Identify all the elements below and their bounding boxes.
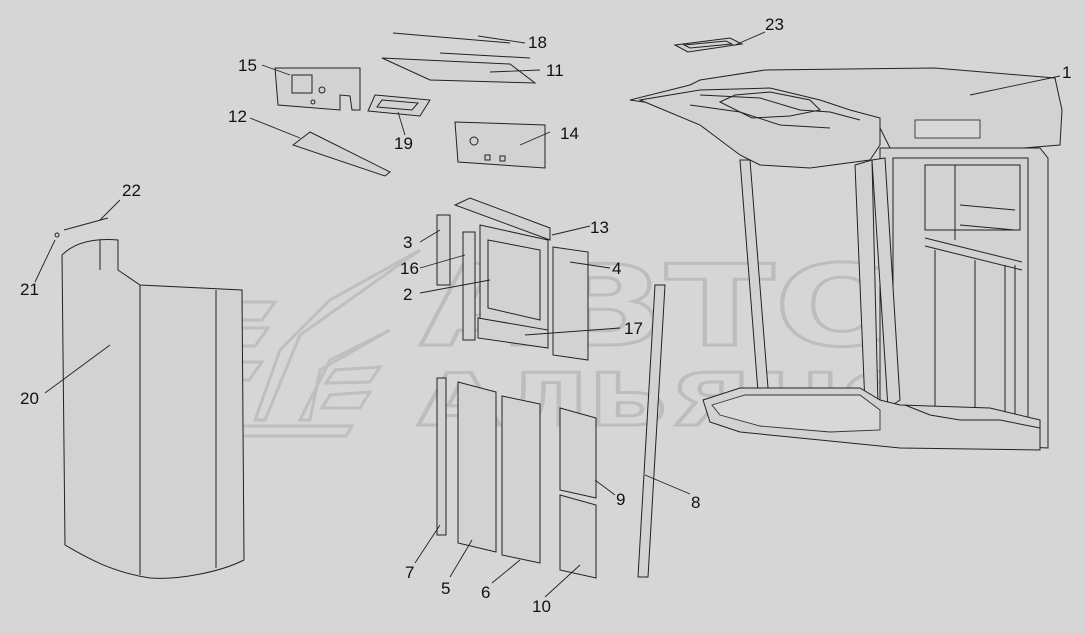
part-15-hole <box>318 86 326 94</box>
callout-15: 15 <box>238 56 257 75</box>
callout-labels: 1 2 3 4 5 6 7 8 9 10 11 12 13 14 15 16 1… <box>20 15 1071 616</box>
callout-9: 9 <box>616 490 625 509</box>
part-14-hole <box>469 136 479 146</box>
part-2-outline <box>487 239 541 321</box>
callout-18: 18 <box>528 33 547 52</box>
part-6 <box>501 395 541 564</box>
part-7 <box>436 377 447 536</box>
callout-13: 13 <box>590 218 609 237</box>
callout-21: 21 <box>20 280 39 299</box>
part-22-seal <box>63 217 109 231</box>
part-4 <box>552 246 589 361</box>
part-16 <box>462 231 476 341</box>
part-14-slot <box>484 154 491 161</box>
part-1-cab-frame <box>629 67 1063 451</box>
leader-lines <box>34 31 1061 598</box>
callout-11: 11 <box>546 61 564 80</box>
callout-19: 19 <box>394 134 413 153</box>
part-19-frame <box>367 94 431 117</box>
part-3 <box>436 214 451 286</box>
part-20-curved-cover <box>61 239 245 579</box>
part-12-strip <box>291 131 391 177</box>
part-15-hole-2 <box>310 99 316 105</box>
callout-4: 4 <box>612 259 621 278</box>
callout-6: 6 <box>481 583 490 602</box>
part-18-strip-2 <box>439 52 531 59</box>
callout-14: 14 <box>560 124 579 143</box>
part-15-panel <box>274 67 361 111</box>
callout-7: 7 <box>405 563 414 582</box>
callout-1: 1 <box>1062 63 1071 82</box>
callout-17: 17 <box>624 319 643 338</box>
part-9 <box>559 407 597 499</box>
part-14-panel <box>454 121 546 169</box>
part-17 <box>477 317 549 349</box>
part-11-panel <box>381 57 537 84</box>
part-8-strip <box>637 284 666 578</box>
part-15-cutout <box>291 74 313 94</box>
part-10 <box>559 494 597 579</box>
callout-3: 3 <box>403 233 412 252</box>
callout-10: 10 <box>532 597 551 616</box>
callout-22: 22 <box>122 181 141 200</box>
callout-2: 2 <box>403 285 412 304</box>
callout-23: 23 <box>765 15 784 34</box>
part-19-inner <box>376 99 420 111</box>
callout-12: 12 <box>228 107 247 126</box>
part-14-slot-2 <box>499 155 506 162</box>
part-18-strip <box>392 32 511 44</box>
part-23-inner <box>682 40 734 49</box>
callout-5: 5 <box>441 579 450 598</box>
callout-20: 20 <box>20 389 39 408</box>
callout-8: 8 <box>691 493 700 512</box>
callout-16: 16 <box>400 259 419 278</box>
part-21-clip <box>54 232 60 238</box>
part-5 <box>457 381 497 553</box>
part-13 <box>453 197 551 241</box>
